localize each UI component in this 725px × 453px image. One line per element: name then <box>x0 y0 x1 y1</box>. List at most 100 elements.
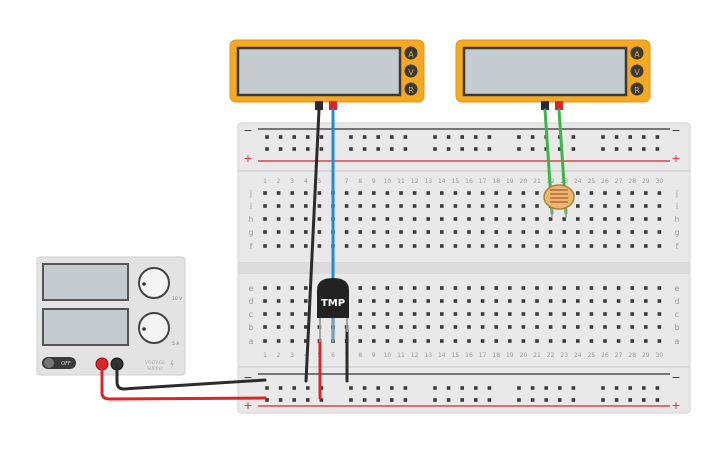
terminal-hole[interactable] <box>535 325 539 329</box>
terminal-hole[interactable] <box>576 339 580 343</box>
power-supply[interactable]: 10 V 5 A OFF VOLTAGE SUPPLY <box>36 256 186 376</box>
terminal-hole[interactable] <box>276 325 281 329</box>
rail-hole[interactable] <box>376 386 380 390</box>
terminal-hole[interactable] <box>358 325 362 329</box>
multimeter-right-com-probe[interactable] <box>541 101 549 110</box>
terminal-hole[interactable] <box>317 204 322 208</box>
terminal-hole[interactable] <box>290 230 294 234</box>
terminal-hole[interactable] <box>317 244 322 248</box>
terminal-hole[interactable] <box>385 230 390 234</box>
rail-hole[interactable] <box>544 386 548 390</box>
terminal-hole[interactable] <box>535 312 539 316</box>
terminal-hole[interactable] <box>535 286 539 290</box>
terminal-hole[interactable] <box>426 299 430 303</box>
rail-hole[interactable] <box>390 398 394 402</box>
terminal-hole[interactable] <box>276 299 281 303</box>
rail-hole[interactable] <box>474 135 478 139</box>
terminal-hole[interactable] <box>535 204 539 208</box>
rail-hole[interactable] <box>403 135 408 139</box>
terminal-hole[interactable] <box>412 191 417 195</box>
terminal-hole[interactable] <box>412 339 417 343</box>
terminal-hole[interactable] <box>562 230 566 234</box>
rail-hole[interactable] <box>655 398 660 402</box>
rail-hole[interactable] <box>614 135 619 139</box>
terminal-hole[interactable] <box>426 204 430 208</box>
terminal-hole[interactable] <box>630 244 634 248</box>
terminal-hole[interactable] <box>453 339 458 343</box>
rail-hole[interactable] <box>433 135 437 139</box>
terminal-hole[interactable] <box>344 217 349 221</box>
rail-hole[interactable] <box>487 135 492 139</box>
terminal-hole[interactable] <box>263 299 267 303</box>
terminal-hole[interactable] <box>453 286 458 290</box>
terminal-hole[interactable] <box>467 191 471 195</box>
terminal-hole[interactable] <box>467 230 471 234</box>
terminal-hole[interactable] <box>630 299 634 303</box>
terminal-hole[interactable] <box>576 299 580 303</box>
photoresistor[interactable] <box>543 184 575 218</box>
rail-hole[interactable] <box>474 147 478 151</box>
rail-hole[interactable] <box>571 398 576 402</box>
rail-hole[interactable] <box>403 386 408 390</box>
terminal-hole[interactable] <box>657 299 662 303</box>
terminal-hole[interactable] <box>290 339 294 343</box>
rail-hole[interactable] <box>433 147 437 151</box>
terminal-hole[interactable] <box>630 325 634 329</box>
terminal-hole[interactable] <box>535 299 539 303</box>
rail-hole[interactable] <box>642 398 646 402</box>
rail-hole[interactable] <box>614 147 619 151</box>
terminal-hole[interactable] <box>399 191 403 195</box>
terminal-hole[interactable] <box>657 325 662 329</box>
rail-hole[interactable] <box>376 135 380 139</box>
terminal-hole[interactable] <box>426 217 430 221</box>
rail-hole[interactable] <box>403 147 408 151</box>
rail-hole[interactable] <box>642 147 646 151</box>
terminal-hole[interactable] <box>616 230 621 234</box>
rail-hole[interactable] <box>319 398 324 402</box>
terminal-hole[interactable] <box>644 204 648 208</box>
terminal-hole[interactable] <box>508 325 512 329</box>
terminal-hole[interactable] <box>290 204 294 208</box>
terminal-hole[interactable] <box>616 244 621 248</box>
rail-hole[interactable] <box>571 386 576 390</box>
terminal-hole[interactable] <box>399 286 403 290</box>
terminal-hole[interactable] <box>548 244 553 248</box>
terminal-hole[interactable] <box>304 230 308 234</box>
rail-hole[interactable] <box>376 398 380 402</box>
terminal-hole[interactable] <box>480 286 485 290</box>
rail-hole[interactable] <box>278 386 283 390</box>
terminal-hole[interactable] <box>467 312 471 316</box>
rail-hole[interactable] <box>278 147 283 151</box>
terminal-hole[interactable] <box>304 325 308 329</box>
terminal-hole[interactable] <box>562 217 566 221</box>
rail-hole[interactable] <box>530 135 535 139</box>
terminal-hole[interactable] <box>616 286 621 290</box>
rail-hole[interactable] <box>460 147 464 151</box>
terminal-hole[interactable] <box>385 204 390 208</box>
rail-hole[interactable] <box>530 147 535 151</box>
terminal-hole[interactable] <box>576 204 580 208</box>
rail-hole[interactable] <box>349 135 353 139</box>
terminal-hole[interactable] <box>494 286 498 290</box>
rail-hole[interactable] <box>655 135 660 139</box>
rail-hole[interactable] <box>544 398 548 402</box>
rail-hole[interactable] <box>571 135 576 139</box>
rail-hole[interactable] <box>487 398 492 402</box>
terminal-hole[interactable] <box>276 339 281 343</box>
terminal-hole[interactable] <box>399 312 403 316</box>
terminal-hole[interactable] <box>263 244 267 248</box>
terminal-hole[interactable] <box>344 230 349 234</box>
terminal-hole[interactable] <box>494 230 498 234</box>
terminal-hole[interactable] <box>453 230 458 234</box>
multimeter-left[interactable]: A V R <box>229 39 425 110</box>
terminal-hole[interactable] <box>304 339 308 343</box>
rail-hole[interactable] <box>362 386 367 390</box>
terminal-hole[interactable] <box>453 312 458 316</box>
terminal-hole[interactable] <box>263 325 267 329</box>
terminal-hole[interactable] <box>480 325 485 329</box>
terminal-hole[interactable] <box>440 191 444 195</box>
rail-hole[interactable] <box>349 147 353 151</box>
terminal-hole[interactable] <box>358 217 362 221</box>
wire-meter-left-com[interactable] <box>304 108 321 383</box>
rail-hole[interactable] <box>306 135 310 139</box>
